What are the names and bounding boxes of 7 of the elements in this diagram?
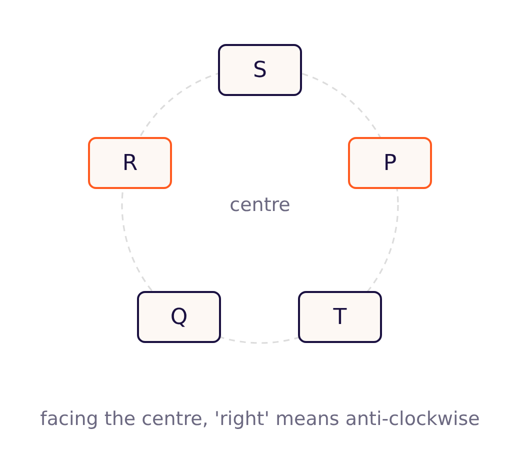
seat-box: Q	[137, 291, 221, 343]
centre-label: centre	[230, 194, 290, 216]
caption: facing the centre, 'right' means anti-clockwise	[40, 408, 480, 430]
seat-box: P	[348, 137, 432, 189]
seat-box: R	[88, 137, 172, 189]
seat-box: S	[218, 44, 302, 96]
seat-box: T	[298, 291, 382, 343]
